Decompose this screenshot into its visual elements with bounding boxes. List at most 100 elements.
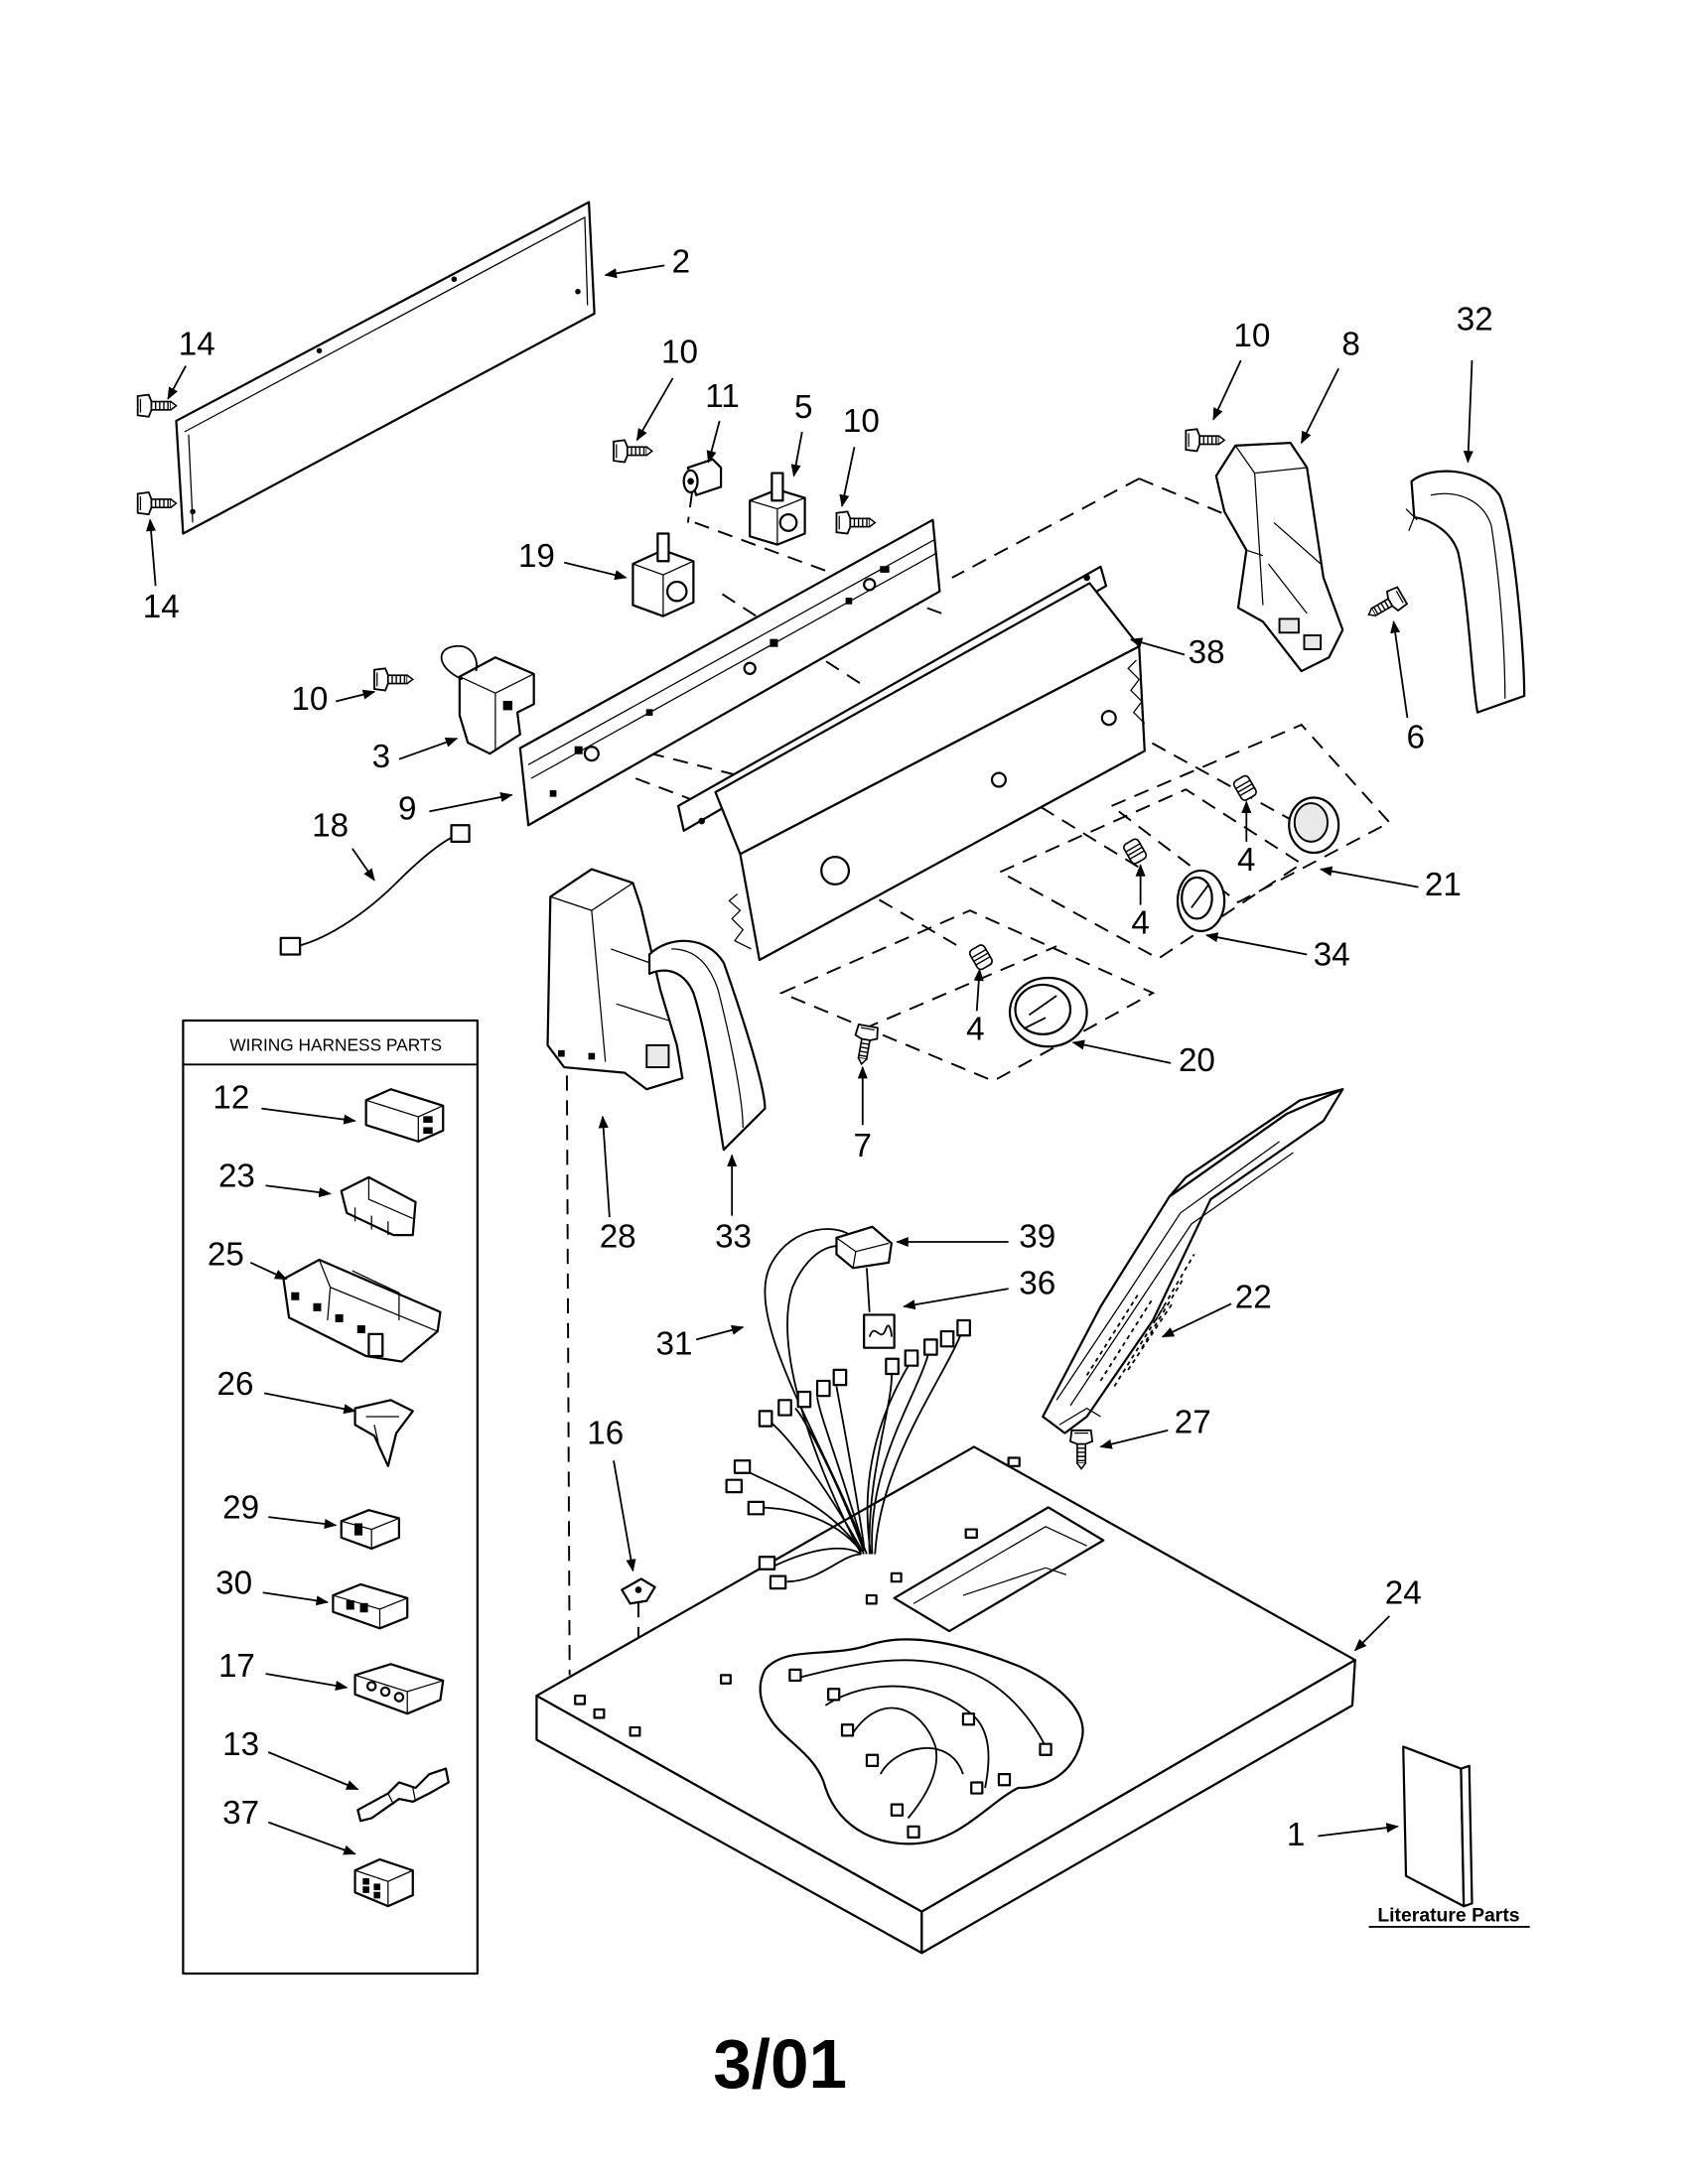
callout: 24 — [1385, 1574, 1422, 1611]
callout: 10 — [661, 335, 698, 371]
leader-arrow — [903, 1288, 1009, 1310]
leader-arrow — [1204, 932, 1308, 956]
leader-arrow — [1463, 359, 1474, 464]
part-32-handle — [1405, 470, 1526, 714]
leader-arrow — [1129, 637, 1186, 656]
leader-arrow — [695, 1324, 745, 1341]
leader-arrow — [267, 1751, 359, 1791]
harness-part-26 — [353, 1399, 414, 1467]
callout: 9 — [398, 791, 416, 828]
callout: 28 — [600, 1219, 636, 1256]
callout: 18 — [312, 807, 349, 844]
leader-arrow — [604, 264, 665, 279]
leader-arrow — [613, 1460, 636, 1572]
part-19 — [632, 532, 695, 617]
harness-part-17 — [353, 1663, 445, 1715]
callout: 1 — [1287, 1817, 1305, 1853]
harness-part-29 — [340, 1509, 401, 1551]
harness-part-12 — [364, 1088, 445, 1143]
part-7-screw — [849, 1023, 881, 1067]
leader-arrow — [167, 365, 187, 400]
harness-part-30 — [332, 1582, 409, 1630]
harness-callout: 30 — [215, 1566, 252, 1602]
harness-callout: 23 — [218, 1159, 255, 1195]
callout: 14 — [179, 326, 215, 362]
part-10-screw-a — [613, 439, 653, 464]
part-36 — [863, 1313, 896, 1349]
leader-arrow — [335, 689, 376, 703]
callout: 8 — [1341, 326, 1359, 362]
harness-callout: 37 — [222, 1795, 259, 1832]
leader-arrow — [1071, 1039, 1172, 1064]
part-38-console — [677, 565, 1146, 962]
part-1-literature — [1402, 1745, 1474, 1908]
wiring-harness-box: WIRING HARNESS PARTS — [182, 1019, 479, 1976]
leader-arrow — [839, 447, 856, 508]
part-18-wire — [279, 824, 471, 956]
part-4-clip-c — [1231, 773, 1259, 803]
part-14-screw-bottom — [136, 491, 178, 516]
part-20-knob — [1008, 976, 1088, 1048]
harness-callout: 12 — [212, 1080, 249, 1117]
harness-part-37 — [353, 1857, 414, 1908]
callout: 3 — [372, 739, 390, 775]
part-2-panel — [175, 201, 596, 535]
leader-arrow — [973, 968, 984, 1012]
callout: 34 — [1314, 937, 1350, 974]
callout: 4 — [1131, 905, 1149, 942]
part-9-bracket — [518, 518, 941, 827]
callout: 10 — [843, 403, 880, 440]
leader-arrow — [1390, 619, 1409, 719]
callout: 21 — [1425, 867, 1462, 903]
callout: 39 — [1019, 1219, 1055, 1256]
part-16 — [621, 1577, 656, 1605]
callout: 19 — [518, 538, 555, 575]
leader-arrow — [263, 1392, 356, 1415]
callout: 4 — [966, 1011, 984, 1047]
harness-callout: 26 — [217, 1366, 254, 1403]
callout: 16 — [587, 1416, 624, 1452]
callout-numbers: 2 14 14 10 11 5 10 19 10 3 9 18 10 8 32 … — [143, 243, 1493, 1853]
leader-arrow — [265, 1673, 349, 1691]
part-27-screw — [1069, 1429, 1094, 1470]
literature-parts-label: Literature Parts — [1377, 1904, 1519, 1926]
callout: 5 — [794, 389, 812, 426]
callout: 14 — [143, 589, 180, 625]
leader-arrow — [1212, 359, 1242, 421]
date-code: 3/01 — [713, 2025, 847, 2103]
harness-callout: 17 — [218, 1648, 255, 1685]
part-4-clip-a — [967, 942, 995, 972]
callout: 11 — [705, 378, 739, 415]
harness-callout: 29 — [222, 1489, 259, 1526]
leader-arrows — [146, 264, 1474, 1838]
leader-arrow — [268, 1516, 338, 1530]
leader-arrow — [1161, 1302, 1232, 1338]
harness-part-25 — [282, 1258, 442, 1363]
part-6-screw — [1362, 585, 1409, 625]
part-33-handle — [647, 939, 767, 1152]
callout: 7 — [854, 1128, 872, 1164]
callout: 27 — [1175, 1405, 1211, 1441]
callout: 33 — [715, 1219, 752, 1256]
part-21-knob — [1288, 796, 1340, 855]
callout: 4 — [1237, 842, 1255, 879]
part-10-screw-b — [835, 510, 877, 535]
part-14-screw-top — [136, 393, 178, 418]
leader-arrow — [429, 792, 513, 813]
callout: 22 — [1235, 1280, 1272, 1316]
part-10-screw-d — [1185, 428, 1226, 453]
callout: 31 — [655, 1326, 692, 1363]
leader-arrow — [1319, 866, 1419, 888]
leader-arrow — [1099, 1429, 1169, 1449]
callout: 10 — [1233, 318, 1270, 354]
callout: 2 — [672, 243, 690, 280]
part-31-wire-harness — [725, 1228, 971, 1590]
part-8-end-cap — [1214, 441, 1344, 673]
leader-arrow — [262, 1591, 330, 1606]
part-11 — [682, 458, 723, 496]
part-5 — [749, 472, 806, 546]
leader-arrow — [398, 738, 459, 760]
leader-arrow — [790, 431, 803, 478]
harness-callout: 25 — [208, 1237, 244, 1274]
